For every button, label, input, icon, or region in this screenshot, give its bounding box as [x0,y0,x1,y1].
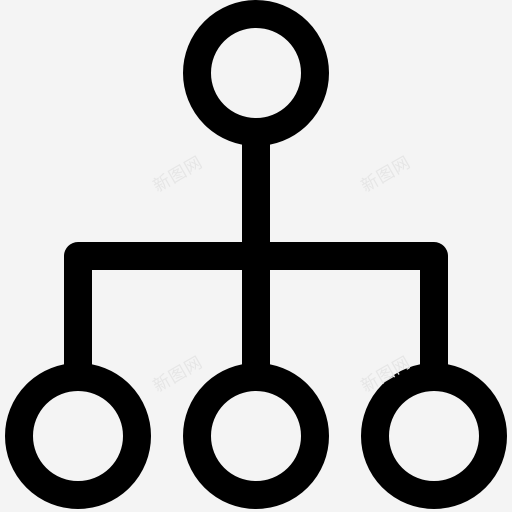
root-node-circle [183,0,329,146]
left-child-circle [5,363,151,509]
right-child-circle [361,363,507,509]
middle-child-circle [183,363,329,509]
